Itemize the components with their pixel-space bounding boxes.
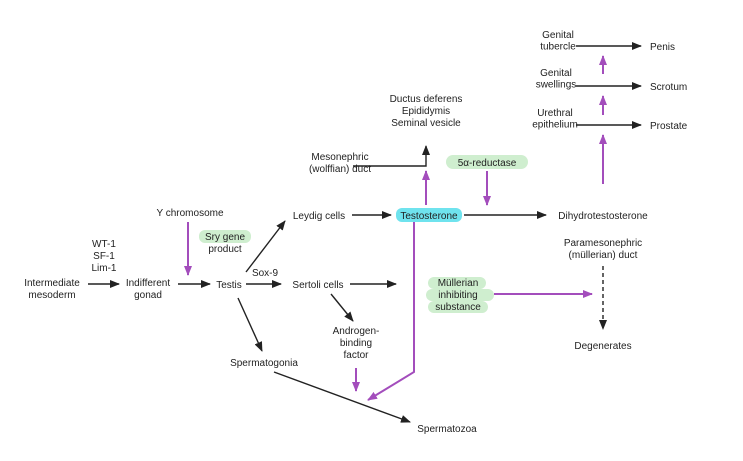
highlight-sry-gene	[199, 230, 251, 243]
arrow-testosterone-spermatozoa	[367, 222, 415, 401]
label-leydig-cells: Leydig cells	[293, 211, 345, 222]
label-dihydrotestosterone: Dihydrotestosterone	[558, 211, 648, 222]
label-5alpha-reductase: 5α-reductase	[458, 158, 517, 169]
label-sertoli-cells: Sertoli cells	[292, 280, 343, 291]
highlight-mullerian-3	[428, 301, 488, 313]
arrow-spermatogonia-spermatozoa	[273, 371, 411, 423]
purple-arrows	[184, 55, 607, 401]
black-arrows	[88, 42, 642, 423]
arrow-sertoli-abf	[330, 293, 354, 322]
label-scrotum: Scrotum	[650, 82, 687, 93]
arrow-testis-leydig	[245, 220, 286, 273]
label-spermatogonia: Spermatogonia	[230, 358, 298, 369]
label-paramesonephric-duct: Paramesonephric(müllerian) duct	[564, 238, 642, 261]
highlight-mullerian-1	[428, 277, 486, 289]
label-sox9: Sox-9	[252, 268, 279, 279]
label-y-chromosome: Y chromosome	[156, 208, 224, 219]
arrow-mesonephric-ductus	[353, 145, 430, 167]
label-prostate: Prostate	[650, 121, 688, 132]
label-penis: Penis	[650, 42, 675, 53]
label-mesonephric-duct: Mesonephric(wolffian) duct	[309, 152, 371, 175]
label-degenerates: Degenerates	[574, 341, 631, 352]
highlight-5alpha-reductase	[446, 155, 528, 169]
label-testis: Testis	[216, 280, 242, 291]
arrow-testis-spermatogonia	[237, 297, 263, 352]
highlight-testosterone	[396, 208, 462, 222]
label-testosterone: Testosterone	[400, 211, 458, 222]
label-spermatozoa: Spermatozoa	[417, 424, 477, 435]
highlight-mullerian-2	[426, 289, 494, 301]
